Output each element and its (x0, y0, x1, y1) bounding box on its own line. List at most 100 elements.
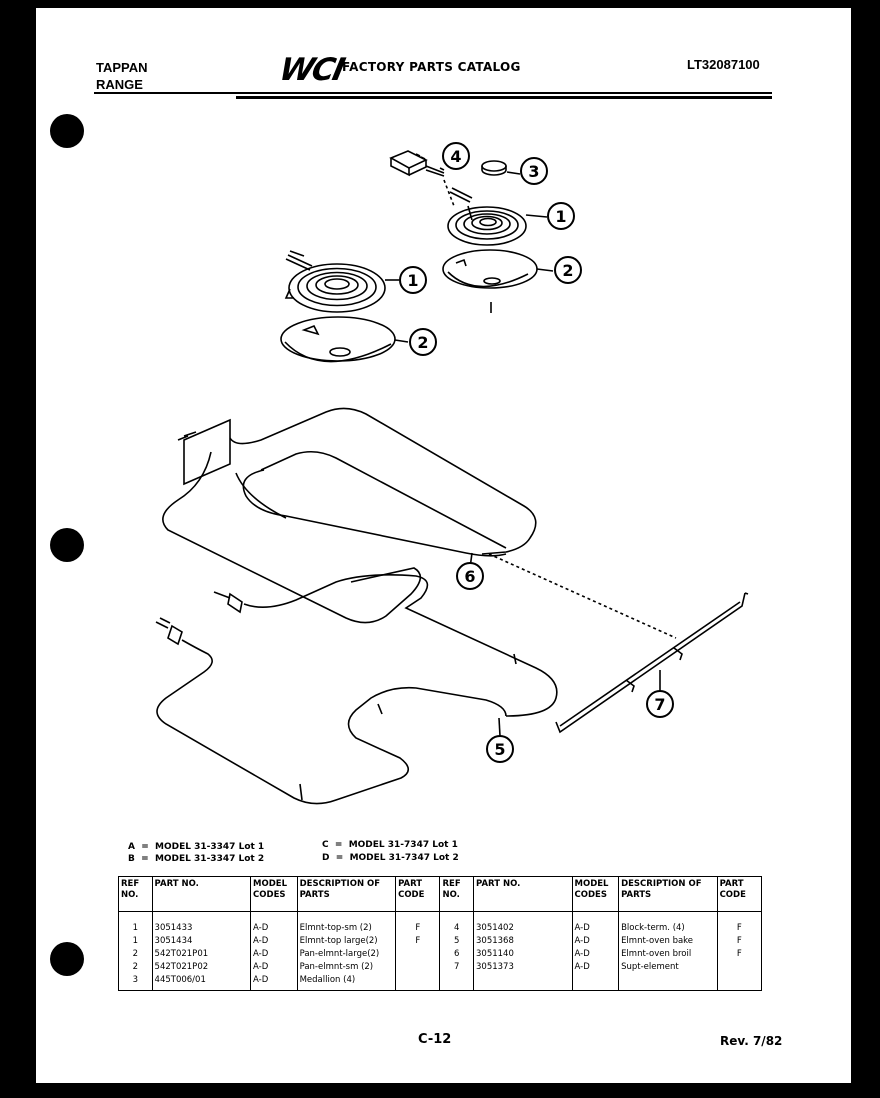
column-header: DESCRIPTION OF PARTS (296, 876, 397, 912)
description: Elmnt-top-sm (2) (296, 911, 397, 935)
ref-no (439, 974, 475, 991)
part-no: 445T006/01 (151, 974, 252, 991)
large-drip-pan-illustration (280, 316, 396, 363)
column-header: PART NO. (473, 876, 573, 912)
column-header: DESCRIPTION OF PARTS (618, 876, 718, 912)
column-header: MODEL CODES (571, 876, 620, 912)
column-header: PART CODE (395, 876, 441, 912)
binder-hole (50, 942, 84, 976)
svg-text:6: 6 (464, 567, 475, 586)
part-code: F (716, 911, 763, 935)
catalog-page: TAPPAN RANGE WCI FACTORY PARTS CATALOG L… (36, 8, 851, 1083)
part-code: F (395, 911, 441, 935)
column-header: MODEL CODES (250, 876, 298, 912)
ref-no: 1 (118, 935, 153, 948)
header-rule-thick (236, 96, 772, 99)
part-no: 542T021P01 (151, 948, 252, 961)
part-no: 3051402 (473, 911, 573, 935)
svg-text:4: 4 (450, 147, 461, 166)
part-code: F (395, 935, 441, 948)
column-header: REF NO. (439, 876, 475, 912)
callout-7: 7 (646, 690, 674, 718)
part-no: 3051368 (473, 935, 573, 948)
svg-text:7: 7 (654, 695, 665, 714)
part-no: 3051434 (151, 935, 252, 948)
model-legend-d: D = MODEL 31-7347 Lot 2 (322, 853, 459, 863)
ref-no: 2 (118, 961, 153, 974)
table-header-row: REF NO. PART NO. MODEL CODES DESCRIPTION… (118, 876, 763, 912)
column-header: PART NO. (151, 876, 252, 912)
part-no (473, 974, 573, 991)
description (618, 974, 718, 991)
table-row: 1 3051434 A-D Elmnt-top large(2) F 5 305… (118, 935, 763, 948)
catalog-title: FACTORY PARTS CATALOG (342, 60, 521, 74)
model-codes: A-D (571, 911, 620, 935)
ref-no: 7 (439, 961, 475, 974)
ref-no: 3 (118, 974, 153, 991)
model-text: MODEL 31-7347 Lot 2 (349, 853, 459, 863)
part-no: 3051433 (151, 911, 252, 935)
svg-text:3: 3 (528, 162, 539, 181)
model-text: MODEL 31-7347 Lot 1 (348, 840, 458, 850)
callout-1-large-element: 1 (399, 266, 427, 294)
part-no: 3051373 (473, 961, 573, 974)
ref-no: 1 (118, 911, 153, 935)
table-row: 1 3051433 A-D Elmnt-top-sm (2) F 4 30514… (118, 911, 763, 935)
exploded-parts-diagram: 4 3 1 2 1 2 6 5 (155, 142, 749, 805)
brand-name: TAPPAN (96, 60, 148, 75)
column-header: PART CODE (716, 876, 763, 912)
revision-date: Rev. 7/82 (720, 1034, 783, 1048)
callout-3: 3 (520, 157, 548, 185)
model-codes: A-D (571, 961, 620, 974)
parts-list-table: REF NO. PART NO. MODEL CODES DESCRIPTION… (118, 876, 763, 991)
description: Pan-elmnt-large(2) (296, 948, 397, 961)
model-code: C (322, 840, 329, 850)
model-text: MODEL 31-3347 Lot 2 (154, 854, 265, 864)
model-codes (571, 974, 620, 991)
ref-no: 5 (439, 935, 475, 948)
description: Pan-elmnt-sm (2) (296, 961, 397, 974)
large-surface-element-illustration (284, 250, 386, 313)
binder-hole (50, 528, 84, 562)
part-code: F (716, 948, 763, 961)
part-code (395, 974, 441, 991)
bake-element-illustration (155, 574, 558, 805)
part-code: F (716, 935, 763, 948)
description: Elmnt-top large(2) (296, 935, 397, 948)
description: Medallion (4) (296, 974, 397, 991)
product-name: RANGE (96, 77, 143, 92)
part-code (716, 974, 763, 991)
svg-text:2: 2 (562, 261, 573, 280)
catalog-number: LT32087100 (687, 57, 760, 72)
table-row: 3 445T006/01 A-D Medallion (4) (118, 974, 763, 991)
svg-text:1: 1 (407, 271, 418, 290)
part-code (395, 948, 441, 961)
model-codes: A-D (250, 948, 298, 961)
callout-1-small-element: 1 (547, 202, 575, 230)
column-header: REF NO. (118, 876, 153, 912)
model-text: MODEL 31-3347 Lot 1 (155, 842, 265, 852)
model-legend-c: C = MODEL 31-7347 Lot 1 (322, 840, 458, 850)
model-legend-a: A = MODEL 31-3347 Lot 1 (128, 842, 265, 852)
model-code: D (322, 853, 330, 863)
small-surface-element-illustration (443, 179, 527, 246)
element-support-illustration (488, 553, 749, 734)
model-codes: A-D (571, 948, 620, 961)
part-no: 542T021P02 (151, 961, 252, 974)
model-codes: A-D (250, 911, 298, 935)
table-row: 2 542T021P02 A-D Pan-elmnt-sm (2) 7 3051… (118, 961, 763, 974)
callout-4: 4 (442, 142, 470, 170)
model-legend-b: B = MODEL 31-3347 Lot 2 (128, 854, 265, 864)
callout-6: 6 (456, 562, 484, 590)
model-codes: A-D (250, 935, 298, 948)
model-codes: A-D (250, 974, 298, 991)
part-code (395, 961, 441, 974)
callout-2-small-pan: 2 (554, 256, 582, 284)
svg-text:5: 5 (494, 740, 505, 759)
header-rule (94, 92, 772, 94)
model-codes: A-D (250, 961, 298, 974)
small-drip-pan-illustration (442, 249, 538, 313)
svg-text:2: 2 (417, 333, 428, 352)
terminal-block-illustration (389, 150, 445, 177)
broil-element-illustration (162, 407, 537, 624)
